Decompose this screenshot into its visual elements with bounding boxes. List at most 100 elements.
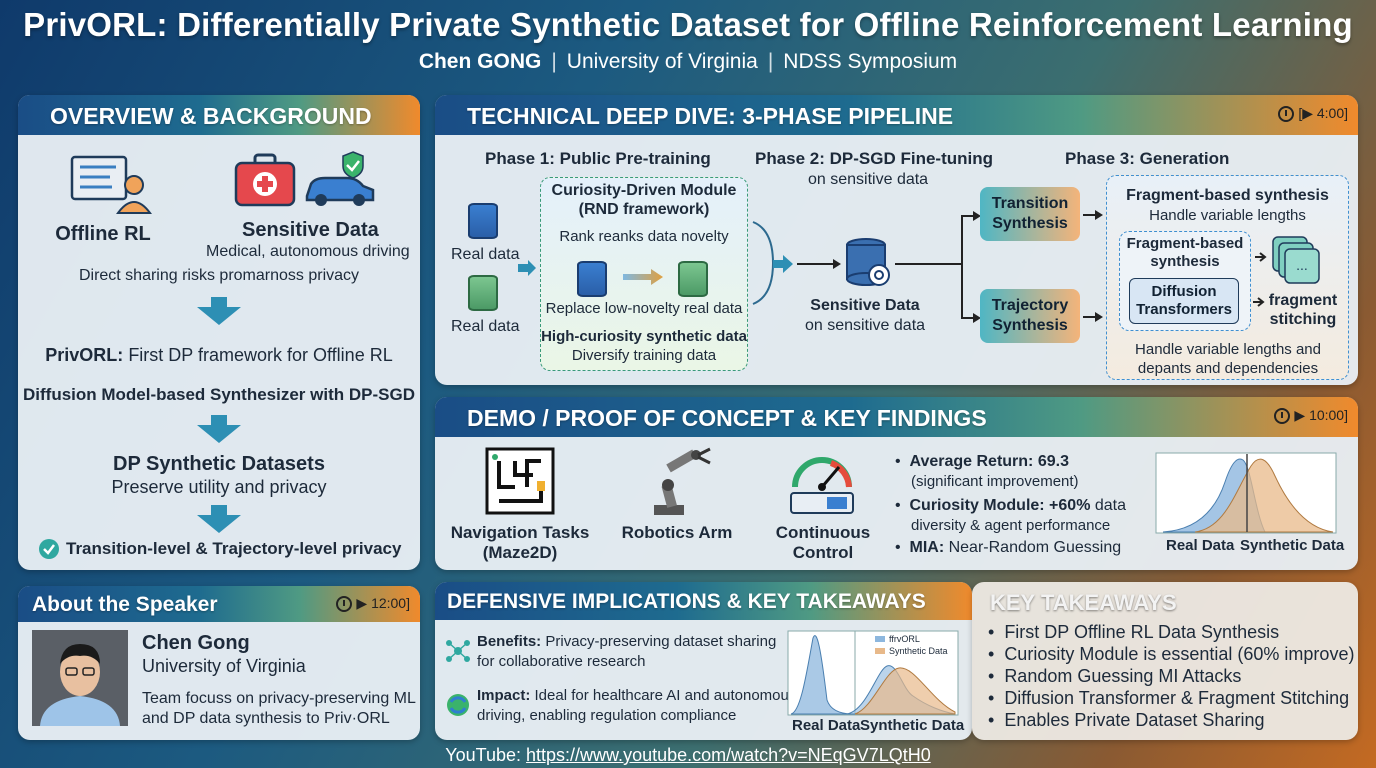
speaker-title: About the Speaker (32, 593, 218, 616)
connector-head (833, 259, 841, 269)
curiosity-title: Curiosity-Driven Module (551, 182, 737, 199)
network-icon (446, 640, 470, 662)
connector (1083, 316, 1097, 318)
takeaway-item: • Random Guessing MI Attacks (988, 666, 1242, 686)
takeaway-item: • First DP Offline RL Data Synthesis (988, 622, 1280, 642)
connector (961, 215, 975, 217)
youtube-link[interactable]: https://www.youtube.com/watch?v=NEqGV7LQ… (526, 745, 931, 765)
connector-head (973, 211, 981, 221)
bracket-icon (752, 221, 775, 305)
impact-text: Impact: Ideal for healthcare AI and auto… (477, 687, 796, 704)
diffusion-transformers: Diffusion Transformers (1129, 278, 1239, 324)
fragment-inner-title: Fragment-based synthesis (1126, 235, 1244, 270)
flow-arrow-head (197, 307, 241, 325)
overview-panel: OVERVIEW & BACKGROUND Offline RL Sensiti… (18, 95, 420, 570)
takeaways-panel: KEY TAKEAWAYS • First DP Offline RL Data… (972, 582, 1358, 740)
arrow-right-icon (1253, 297, 1265, 307)
rank-text: Rank reanks data novelty (559, 228, 729, 245)
flow-arrow-head (197, 515, 241, 533)
pipeline-timer: [▶ 4:00] (1278, 105, 1348, 122)
pipeline-header: TECHNICAL DEEP DIVE: 3-PHASE PIPELINE [▶… (435, 95, 1358, 135)
connector (961, 317, 975, 319)
demo-timer-text: ▶ 10:00] (1294, 407, 1348, 423)
chart-x-real: Real Data (792, 717, 861, 734)
phase1-title: Phase 1: Public Pre-training (485, 149, 711, 168)
diversify-text: Diversify training data (571, 347, 717, 364)
distribution-chart (1155, 452, 1337, 534)
finding-2: • Curiosity Module: +60% data (895, 497, 1127, 514)
finding-2-sub: diversity & agent performance (911, 517, 1111, 534)
finding-3-label: MIA: (909, 539, 945, 556)
sensitive-data-sub: on sensitive data (804, 317, 926, 334)
sensitive-data-label: Sensitive Data (242, 219, 379, 241)
phase2-sub: on sensitive data (808, 171, 929, 188)
speaker-timer: ▶ 12:00] (336, 595, 410, 612)
dp-title: DP Synthetic Datasets (113, 453, 325, 475)
synthetic-database-icon (678, 261, 708, 297)
phase3-title: Phase 3: Generation (1065, 149, 1230, 168)
takeaway-item: • Diffusion Transformer & Fragment Stitc… (988, 688, 1350, 708)
pipeline-timer-text: [▶ 4:00] (1298, 105, 1348, 121)
stopwatch-icon (336, 595, 353, 612)
takeaways-title: KEY TAKEAWAYS (990, 590, 1177, 615)
real-data-2: Real data (451, 318, 520, 335)
speaker-timer-text: ▶ 12:00] (356, 595, 410, 611)
offline-rl-label: Offline RL (55, 223, 151, 245)
high-curiosity-text: High-curiosity synthetic data (541, 328, 747, 345)
fragment-title: Fragment-based synthesis (1126, 187, 1329, 204)
stopwatch-icon (1278, 105, 1295, 122)
flow-arrow (211, 415, 227, 425)
takeaway-text: Random Guessing MI Attacks (1004, 666, 1242, 686)
robot-label: Robotics Arm (621, 523, 733, 542)
nav-sub: (Maze2D) (482, 543, 558, 562)
connector-head (973, 313, 981, 323)
pipeline-panel: TECHNICAL DEEP DIVE: 3-PHASE PIPELINE [▶… (435, 95, 1358, 385)
database-icon (468, 203, 498, 239)
chart-x-real: Real Data (1166, 537, 1235, 554)
flow-arrow (211, 297, 227, 307)
connector-head (1095, 312, 1103, 322)
dp-desc: Preserve utility and privacy (111, 477, 327, 497)
car-shield-icon (305, 151, 375, 206)
impact-label: Impact: (477, 687, 531, 704)
density-chart (787, 630, 959, 716)
maze-icon (485, 447, 555, 515)
control-label: Continuous (775, 523, 871, 542)
chart-legend-1: ffrvORL (889, 634, 920, 644)
replace-text: Replace low-novelty real data (545, 300, 743, 317)
computer-user-icon (70, 155, 152, 214)
control-sub: Control (792, 543, 854, 562)
defensive-header: DEFENSIVE IMPLICATIONS & KEY TAKEAWAYS (435, 582, 972, 620)
fragment-stitching: fragment stitching (1268, 292, 1338, 328)
fragment-bottom: Handle variable lengths and depants and … (1135, 341, 1321, 377)
benefits-label: Benefits: (477, 633, 542, 650)
transition-synthesis: Transition Synthesis (980, 187, 1080, 241)
privacy-levels: Transition-level & Trajectory-level priv… (66, 539, 402, 558)
finding-3: • MIA: Near-Random Guessing (895, 539, 1122, 556)
page-title: PrivORL: Differentially Private Syntheti… (23, 6, 1353, 43)
finding-1: • Average Return: 69.3 (895, 453, 1069, 470)
overview-header: OVERVIEW & BACKGROUND (18, 95, 420, 135)
arrow-right-icon (1255, 252, 1267, 262)
flow-arrow-head (197, 425, 241, 443)
finding-1-sub: (significant improvement) (911, 473, 1079, 490)
fragment-sub: Handle variable lengths (1149, 207, 1306, 224)
speaker-panel: About the Speaker ▶ 12:00] Chen Gong Uni… (18, 586, 420, 740)
privorl-text: PrivORL: First DP framework for Offline … (18, 345, 420, 366)
speaker-desc-1: Team focuss on privacy-preserving ML (142, 690, 416, 707)
finding-2-rest: data (1090, 497, 1127, 514)
takeaway-item: • Enables Private Dataset Sharing (988, 710, 1265, 730)
svg-text:...: ... (1296, 257, 1308, 273)
sensitive-database-icon (846, 238, 890, 286)
chart-x-synthetic: Synthetic Data (860, 717, 965, 734)
speaker-photo (32, 630, 128, 726)
check-circle-icon (39, 539, 59, 559)
privorl-desc: First DP framework for Offline RL (128, 345, 393, 365)
impact-rest: Ideal for healthcare AI and autonomous (530, 687, 797, 704)
nav-label: Navigation Tasks (450, 523, 590, 542)
privorl-name: PrivORL: (45, 345, 124, 365)
arrow-right-icon (773, 255, 793, 273)
synth-text: Diffusion Model-based Synthesizer with D… (23, 385, 415, 404)
connector (895, 263, 961, 265)
gauge-icon (790, 457, 854, 514)
